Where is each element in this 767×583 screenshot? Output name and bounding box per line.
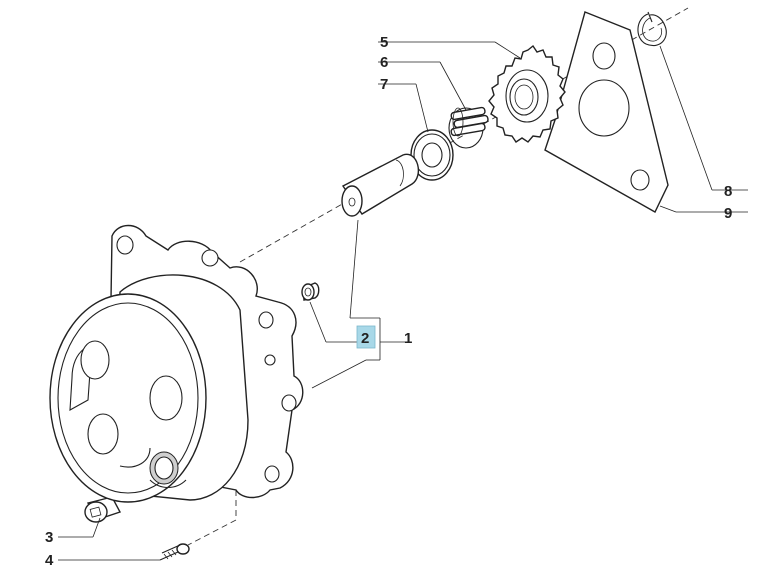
callout-4[interactable]: 4 bbox=[45, 552, 54, 569]
gear-part bbox=[488, 44, 566, 143]
callout-9[interactable]: 9 bbox=[724, 205, 732, 222]
callout-2[interactable]: 2 bbox=[361, 330, 369, 347]
plug-screw-part bbox=[84, 496, 122, 523]
housing-part bbox=[49, 224, 304, 503]
small-screw-part bbox=[159, 543, 190, 561]
callout-6[interactable]: 6 bbox=[380, 54, 388, 71]
needle-bearing-part bbox=[448, 106, 489, 149]
callout-8[interactable]: 8 bbox=[724, 183, 732, 200]
fitting-part bbox=[301, 282, 320, 301]
leader-lines bbox=[58, 41, 748, 561]
callout-3[interactable]: 3 bbox=[45, 529, 53, 546]
bracket-plate-part bbox=[544, 11, 669, 213]
callout-7[interactable]: 7 bbox=[380, 76, 388, 93]
pin-shaft-part bbox=[341, 153, 420, 217]
circlip-part bbox=[637, 11, 667, 46]
callout-1[interactable]: 1 bbox=[404, 330, 412, 347]
callout-2-highlight bbox=[356, 325, 376, 349]
callout-5[interactable]: 5 bbox=[380, 34, 388, 51]
